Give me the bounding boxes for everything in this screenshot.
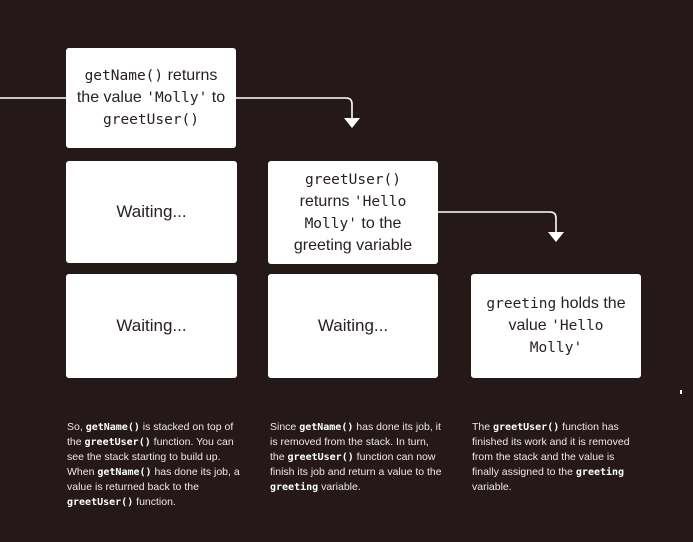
stack-frame-greetuser: greetUser() returns 'Hello Molly' to the… bbox=[268, 161, 438, 264]
stack-frame-greetuser-waiting: Waiting... bbox=[66, 161, 237, 263]
arrowhead-col2 bbox=[344, 118, 360, 128]
waiting-label: Waiting... bbox=[317, 316, 389, 335]
connector-col2-to-col3 bbox=[437, 211, 557, 232]
stack-frame-getname: getName() returns the value 'Molly' to g… bbox=[66, 48, 236, 148]
arrowhead-col3 bbox=[548, 232, 564, 242]
dust-mark bbox=[680, 390, 682, 394]
waiting-label: Waiting... bbox=[116, 202, 187, 221]
stack-frame-greetuser-text: greetUser() returns 'Hello Molly' to the… bbox=[293, 171, 413, 254]
caption-step-1: So, getName() is stacked on top of the g… bbox=[67, 421, 240, 508]
stack-frame-getname-text: getName() returns the value 'Molly' to g… bbox=[76, 67, 226, 128]
waiting-label: Waiting... bbox=[116, 316, 187, 335]
caption-step-2: Since getName() has done its job, it is … bbox=[270, 421, 442, 493]
stack-frame-greeting-text: greeting holds the value 'Hello Molly' bbox=[486, 295, 626, 356]
stack-frame-greeting: greeting holds the value 'Hello Molly' bbox=[471, 274, 641, 378]
connector-col1-to-col2 bbox=[236, 97, 353, 118]
stack-frame-global-waiting-2: Waiting... bbox=[268, 274, 438, 378]
stack-frame-global-waiting: Waiting... bbox=[66, 274, 237, 378]
caption-step-3: The greetUser() function has finished it… bbox=[472, 421, 630, 493]
